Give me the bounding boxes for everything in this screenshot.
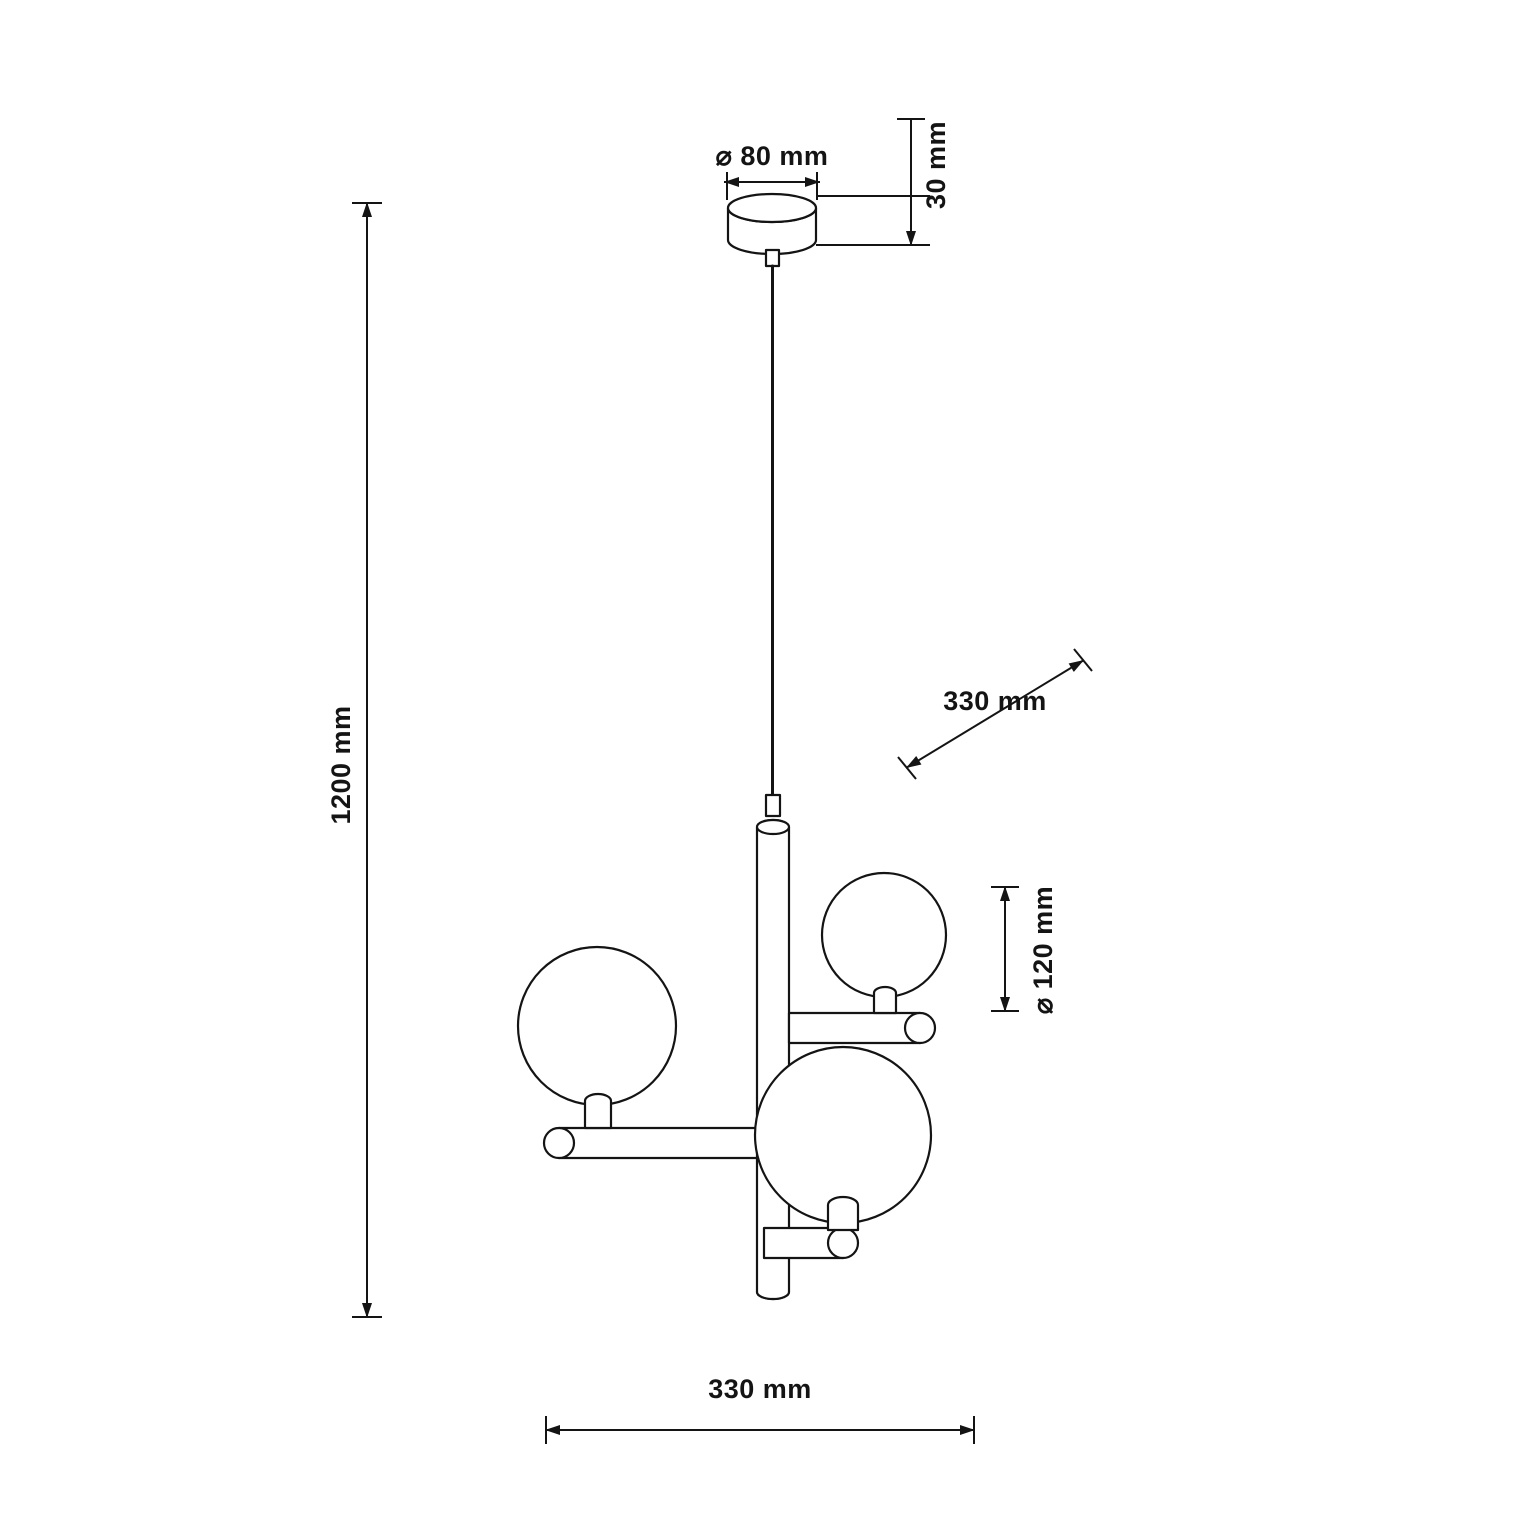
rod-top-connector [764, 793, 782, 818]
lamp-geometry [516, 192, 948, 1301]
dimension-lines [352, 118, 1093, 1444]
width-label: 330 mm [708, 1374, 812, 1404]
depth-label: 330 mm [943, 686, 1047, 716]
globe-left [516, 945, 678, 1107]
dim-depth [897, 648, 1093, 780]
globe-diameter-label: ⌀ 120 mm [1028, 886, 1058, 1014]
dim-canopy-height [816, 118, 930, 246]
dim-globe-diameter [991, 886, 1019, 1012]
dim-total-height [352, 202, 382, 1318]
globe-upper-right [820, 871, 948, 999]
canopy-diameter-label: ⌀ 80 mm [716, 141, 829, 171]
canopy-height-label: 30 mm [921, 121, 951, 209]
arm-middle-left [542, 1126, 759, 1160]
arm-upper-right [787, 1011, 937, 1045]
dim-width [545, 1416, 975, 1444]
socket-left [583, 1092, 613, 1130]
canopy [726, 192, 818, 268]
socket-upper-right [872, 985, 898, 1015]
height-label: 1200 mm [326, 705, 356, 824]
arm-lower-right [762, 1226, 860, 1260]
socket-main [826, 1195, 860, 1232]
dimension-labels: 1200 mm ⌀ 80 mm 30 mm 330 mm ⌀ 120 mm 33… [326, 121, 1058, 1404]
